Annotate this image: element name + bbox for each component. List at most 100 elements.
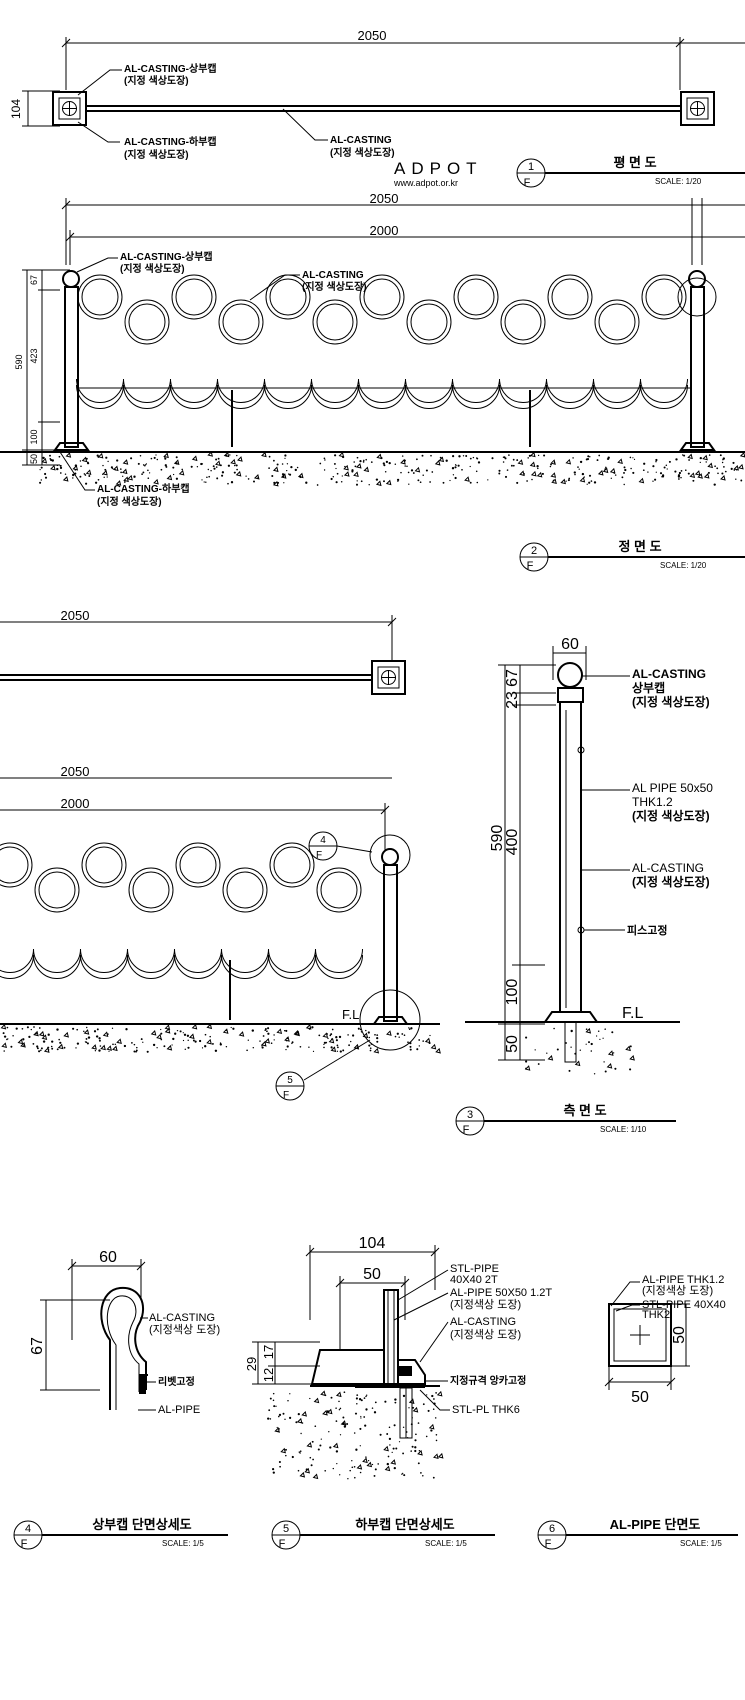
d4-height: 67: [29, 1337, 46, 1355]
label-color: (지정 색상도장): [124, 148, 189, 161]
svg-text:5: 5: [283, 1523, 289, 1535]
title-1-text: 평 면 도: [613, 155, 656, 170]
side-label-pipe: AL PIPE 50x50: [632, 781, 713, 795]
svg-text:F: F: [279, 1538, 286, 1550]
dim-plan-length: 2050: [358, 28, 387, 43]
svg-text:17: 17: [261, 1345, 276, 1359]
svg-text:590: 590: [14, 354, 24, 369]
label-color: (지정 색상도장): [330, 146, 395, 159]
detail-5-bottom-cap: 104 50 29 17 12 STL-PIPE 40X40 2T AL-PIP…: [244, 1235, 552, 1480]
title-3-text: 측 면 도: [563, 1103, 606, 1118]
svg-text:(지정색상 도장): (지정색상 도장): [450, 1298, 521, 1311]
svg-text:(지정 색상도장): (지정 색상도장): [632, 694, 710, 709]
side-label-cap: 상부캡: [632, 680, 665, 695]
svg-text:(지정색상 도장): (지정색상 도장): [149, 1323, 220, 1336]
svg-text:(지정 색상도장): (지정 색상도장): [302, 280, 367, 293]
svg-text:2000: 2000: [61, 796, 90, 811]
svg-text:590: 590: [489, 825, 506, 852]
side-label-screw: 피스고정: [627, 923, 667, 937]
svg-text:6: 6: [549, 1523, 555, 1535]
fl-label: F.L: [342, 1007, 359, 1022]
d5-label-stl-pipe: STL-PIPE: [450, 1263, 499, 1275]
svg-text:F: F: [527, 560, 534, 572]
svg-text:40X40 2T: 40X40 2T: [450, 1274, 498, 1286]
svg-text:(지정색상 도장): (지정색상 도장): [450, 1328, 521, 1341]
svg-text:F: F: [463, 1124, 470, 1136]
logo-url: www.adpot.or.kr: [393, 178, 458, 188]
plan-view: 2050 104 AL-CASTING-상부캡 (지정 색상도장) AL-CAS…: [9, 28, 745, 188]
dim-plan-width: 104: [9, 99, 23, 119]
partial-plan-view: 2050: [0, 608, 406, 695]
svg-text:3: 3: [467, 1109, 473, 1121]
detail-4-top-cap: 60 67 AL-CASTING (지정색상 도장) 리벳고정 AL-PIPE: [29, 1249, 220, 1416]
plan-post-left: [52, 91, 87, 126]
side-label-casting: AL-CASTING: [632, 667, 706, 681]
side-label-thk: THK1.2: [632, 795, 673, 809]
callout-5: 5: [287, 1075, 293, 1086]
svg-text:400: 400: [504, 829, 521, 856]
dim-elev-overall: 2050: [370, 191, 399, 206]
svg-text:(지정색상 도장): (지정색상 도장): [642, 1284, 713, 1297]
d4-label-pipe: AL-PIPE: [158, 1404, 200, 1416]
svg-text:50: 50: [504, 1035, 521, 1053]
svg-text:50: 50: [363, 1266, 381, 1283]
d6-label-stl-pipe: STL-PIPE 40X40: [642, 1299, 726, 1311]
title-block-2: 2 F 정 면 도 SCALE: 1/20: [519, 539, 745, 572]
svg-text:29: 29: [244, 1357, 259, 1371]
title-1-scale: SCALE: 1/20: [655, 177, 702, 186]
d5-label-anchor: 지정규격 앙카고정: [450, 1374, 526, 1387]
svg-text:AL-CASTING-하부캡: AL-CASTING-하부캡: [97, 482, 190, 495]
svg-text:AL-CASTING: AL-CASTING: [302, 270, 364, 281]
svg-text:423: 423: [29, 348, 39, 363]
label-al-casting: AL-CASTING: [330, 135, 392, 146]
dim-elev-span: 2000: [370, 223, 399, 238]
plan-post-right: [680, 91, 715, 126]
svg-text:(지정 색상도장): (지정 색상도장): [120, 262, 185, 275]
detail-6-pipe-section: 50 50 AL-PIPE THK1.2 (지정색상 도장) STL-PIPE …: [604, 1274, 726, 1406]
d4-label-casting: AL-CASTING: [149, 1312, 215, 1324]
title-6-scale: SCALE: 1/5: [680, 1539, 722, 1548]
svg-text:100: 100: [29, 429, 39, 444]
front-post-right: [690, 286, 705, 448]
svg-text:AL-CASTING: AL-CASTING: [632, 861, 704, 875]
svg-text:F: F: [283, 1090, 289, 1101]
svg-text:2: 2: [531, 545, 537, 557]
svg-text:50: 50: [671, 1326, 688, 1344]
title-5-scale: SCALE: 1/5: [425, 1539, 467, 1548]
svg-text:F: F: [316, 850, 322, 861]
side-elevation: 60 590 400 23 67 100 50 F.L AL-CASTING 상…: [465, 636, 713, 1075]
svg-text:(지정 색상도장): (지정 색상도장): [632, 874, 710, 889]
svg-text:2050: 2050: [61, 764, 90, 779]
svg-text:12: 12: [261, 1368, 276, 1382]
svg-text:100: 100: [504, 979, 521, 1006]
label-color: (지정 색상도장): [124, 74, 189, 87]
svg-text:AL-CASTING-상부캡: AL-CASTING-상부캡: [120, 250, 213, 263]
title-5-text: 하부캡 단면상세도: [355, 1517, 454, 1532]
svg-text:F: F: [545, 1538, 552, 1550]
front-post-left: [64, 286, 79, 448]
svg-text:1: 1: [528, 161, 534, 173]
svg-text:67: 67: [504, 669, 521, 687]
svg-text:(지정 색상도장): (지정 색상도장): [632, 808, 710, 823]
front-ring-panel: [76, 274, 691, 447]
logo-text: ADPOT: [394, 159, 483, 178]
title-6-text: AL-PIPE 단면도: [610, 1517, 701, 1532]
title-block-1: 1 F 평 면 도 SCALE: 1/20: [516, 155, 745, 189]
svg-text:104: 104: [359, 1235, 386, 1252]
partial-front-elevation: 2050 2000 F.L 4 F 5 F: [0, 764, 441, 1101]
svg-text:50: 50: [29, 454, 39, 464]
d4-label-rivet: 리벳고정: [158, 1375, 195, 1388]
svg-text:67: 67: [29, 275, 39, 285]
title-block-3: 3 F 측 면 도 SCALE: 1/10: [455, 1103, 676, 1136]
front-elevation: 2050 2000 590 423 67 100 50: [0, 191, 745, 508]
svg-text:F: F: [21, 1538, 28, 1550]
d4-width: 60: [99, 1249, 117, 1266]
svg-text:23: 23: [504, 691, 521, 709]
svg-text:2050: 2050: [61, 608, 90, 623]
title-block-5: 5 F 하부캡 단면상세도 SCALE: 1/5: [271, 1517, 495, 1550]
svg-text:4: 4: [25, 1523, 31, 1535]
svg-text:F: F: [524, 177, 531, 189]
d5-label-casting: AL-CASTING: [450, 1316, 516, 1328]
title-4-scale: SCALE: 1/5: [162, 1539, 204, 1548]
label-top-cap: AL-CASTING-상부캡: [124, 62, 217, 75]
